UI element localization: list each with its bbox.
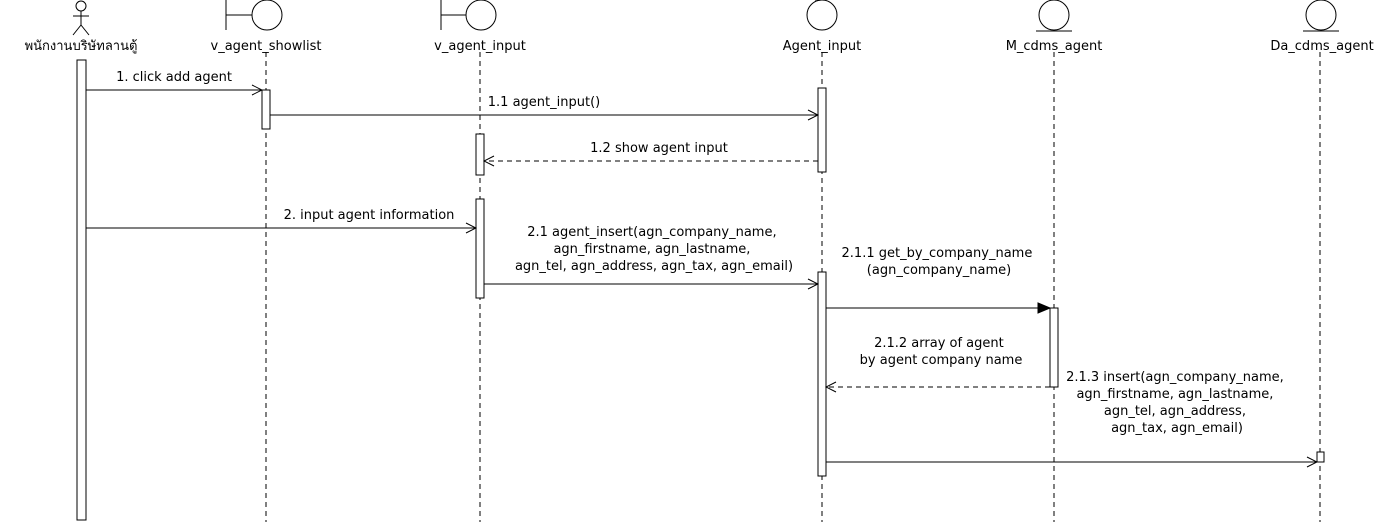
lifelines [265,52,1321,522]
entity-icon [1303,0,1339,32]
participant-name-actor: พนักงานบริษัทลานตู้ [25,39,138,54]
activation-bar-actor [76,59,87,521]
message-label: 2.1.3 insert(agn_company_name, agn_first… [1066,370,1288,436]
message-label: 2.1.1 get_by_company_name (agn_company_n… [842,246,1037,278]
control-icon [806,0,838,31]
participant-name-da-cdms-agent: Da_cdms_agent [1270,39,1373,54]
participant-name-agent-input: Agent_input [783,39,861,54]
activation-bar-m-cdms-agent [1049,307,1059,388]
actor-icon [72,0,90,36]
message-labels: 1. click add agent 1.1 agent_input() 1.2… [116,70,1288,436]
activation-bar-da-cdms-agent [1316,451,1325,463]
entity-icon [1036,0,1072,32]
message-label: 2. input agent information [284,208,455,223]
participant-name-m-cdms-agent: M_cdms_agent [1006,39,1103,54]
participant-names: พนักงานบริษัทลานตู้ v_agent_showlist v_a… [25,39,1374,54]
boundary-icon [225,0,283,31]
message-label: 2.1.2 array of agent by agent company na… [860,336,1023,368]
message-label: 1.1 agent_input() [488,95,600,110]
activation-bar-agent-input [817,87,827,173]
participant-name-v-agent-input: v_agent_input [434,39,526,54]
message-label: 2.1 agent_insert(agn_company_name, agn_f… [515,225,793,274]
activation-bar-v-agent-showlist [261,89,271,130]
activation-bars [76,59,1325,521]
activation-bar-v-agent-input [475,133,485,176]
boundary-icon [440,0,497,31]
activation-bar-agent-input [817,271,827,477]
message-label: 1.2 show agent input [590,141,728,156]
message-label: 1. click add agent [116,70,232,85]
activation-bar-v-agent-input [475,198,485,299]
participant-name-v-agent-showlist: v_agent_showlist [211,39,322,54]
message-arrows [86,90,1317,462]
